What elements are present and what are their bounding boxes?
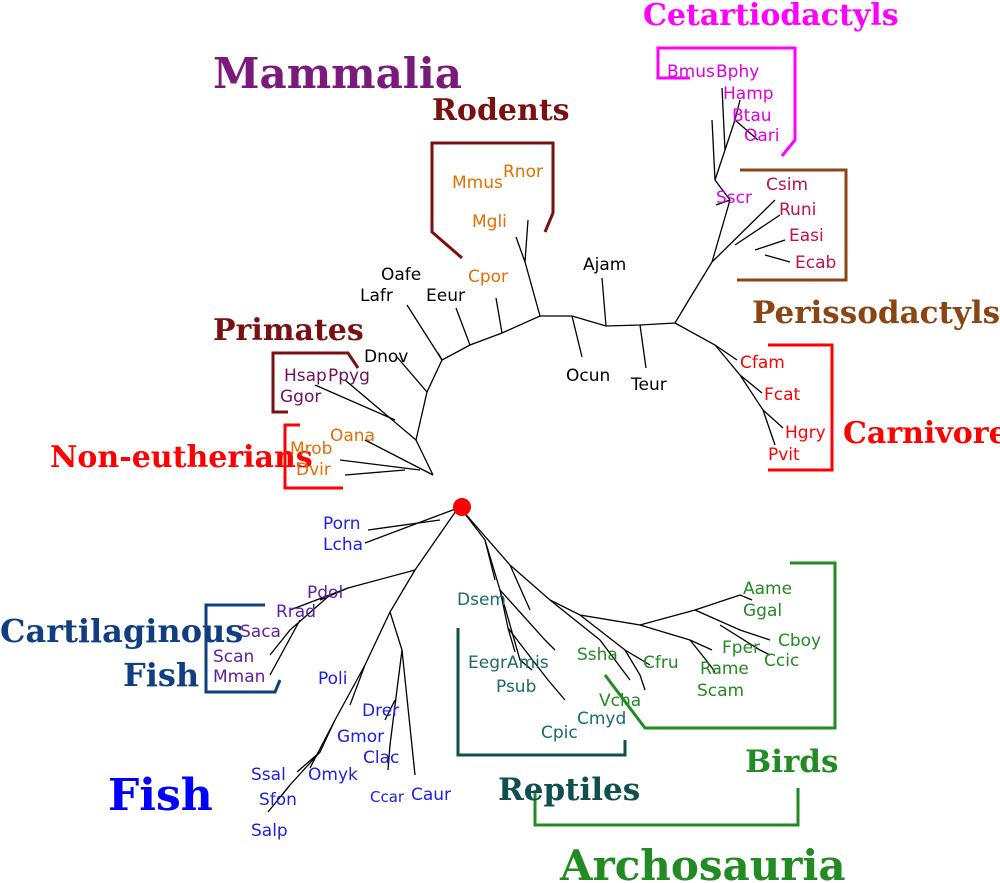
group-cetartiodactyls: Cetartiodactyls xyxy=(643,0,899,33)
taxon-label: Ajam xyxy=(583,255,626,275)
taxon-label: Hsap xyxy=(284,366,327,386)
rodents-bracket xyxy=(430,141,555,260)
group-cartilaginous-line2: Fish xyxy=(123,656,199,694)
taxon-label: Easi xyxy=(789,226,824,246)
carnivores-bracket xyxy=(768,343,834,472)
taxon-label: Porn xyxy=(323,514,361,534)
taxon-label: Ggal xyxy=(743,601,782,621)
taxon-label: Ccic xyxy=(764,651,799,671)
reptiles-bracket xyxy=(456,628,627,757)
taxon-label: Cboy xyxy=(778,631,821,651)
taxon-label: Rrad xyxy=(276,602,316,622)
taxon-label: Runi xyxy=(779,200,816,220)
taxon-label: Dsem xyxy=(457,590,506,610)
group-cartilaginous-line1: Cartilaginous xyxy=(0,612,243,650)
taxon-label: Cpor xyxy=(468,267,508,287)
taxon-label: Mrob xyxy=(290,439,332,459)
taxon-label: Drer xyxy=(362,701,399,721)
taxon-label: Gmor xyxy=(337,727,384,747)
taxon-label: Cfru xyxy=(643,653,679,673)
group-reptiles: Reptiles xyxy=(498,772,640,808)
taxon-label: Oana xyxy=(330,426,375,446)
birds-bracket xyxy=(603,561,837,730)
taxon-label: Oafe xyxy=(381,265,421,285)
taxon-label: Mgli xyxy=(472,212,507,232)
group-fish: Fish xyxy=(108,770,213,821)
taxon-label: Clac xyxy=(363,748,399,768)
archosauria-bracket xyxy=(533,788,800,827)
taxon-label: Rnor xyxy=(503,162,543,182)
taxon-label: Lcha xyxy=(323,535,363,555)
taxon-label: Pvit xyxy=(768,445,800,465)
taxon-label: EegrAmis xyxy=(468,653,549,673)
taxon-label: Mmus xyxy=(452,173,503,193)
taxon-label: Lafr xyxy=(360,286,393,306)
taxon-label: Mman xyxy=(213,667,265,687)
group-archosauria: Archosauria xyxy=(559,841,846,883)
taxon-label: Sscr xyxy=(716,188,752,208)
taxon-label: Salp xyxy=(251,821,288,841)
perissodactyls-bracket xyxy=(737,168,848,282)
taxon-label: Scam xyxy=(697,681,744,701)
taxon-label: Hamp xyxy=(723,84,774,104)
taxon-label: Ssal xyxy=(251,765,286,785)
taxon-label: Ccar xyxy=(370,788,405,806)
taxon-label: Sfon xyxy=(259,790,297,810)
taxon-label: Hgry xyxy=(785,423,826,443)
taxon-label: Bmus xyxy=(667,62,715,82)
taxon-label: Omyk xyxy=(308,765,358,785)
taxon-label: Eeur xyxy=(426,286,465,306)
non-eutherians-bracket xyxy=(283,423,343,490)
taxon-label: Bphy xyxy=(716,62,759,82)
cartilaginous-bracket xyxy=(204,603,282,694)
taxon-label: Ppyg xyxy=(328,366,370,386)
taxon-label: Aame xyxy=(743,579,792,599)
primates-bracket xyxy=(271,351,360,414)
taxon-label: Vcha xyxy=(599,691,641,711)
taxon-label: Pdol xyxy=(307,583,343,603)
taxon-label: Rame xyxy=(700,659,749,679)
taxon-label: Ecab xyxy=(795,253,836,273)
group-perissodactyls: Perissodactyls xyxy=(752,295,1000,331)
group-birds: Birds xyxy=(745,744,838,780)
taxon-label: Oari xyxy=(744,126,780,146)
taxon-label: Btau xyxy=(732,106,772,126)
taxon-label: Cpic xyxy=(541,723,578,743)
taxon-label: Ggor xyxy=(280,387,321,407)
taxon-label: Saca xyxy=(240,622,281,642)
root-node xyxy=(453,498,471,516)
taxon-label: Caur xyxy=(411,785,451,805)
group-carnivores: Carnivores xyxy=(843,416,1000,451)
taxon-label: Poli xyxy=(318,669,348,689)
cetartiodactyls-bracket xyxy=(656,46,797,157)
taxon-label: Scan xyxy=(213,647,254,667)
tree-branches xyxy=(267,87,791,813)
group-rodents: Rodents xyxy=(432,93,570,128)
taxon-label: Csim xyxy=(766,175,808,195)
taxon-label: Cmyd xyxy=(577,709,626,729)
taxon-label: Fcat xyxy=(764,385,801,405)
taxon-label: Dvir xyxy=(296,460,331,480)
taxon-label: Fper xyxy=(722,638,760,658)
taxon-label: Ocun xyxy=(566,366,610,386)
group-non-eutherians: Non-eutherians xyxy=(50,440,313,475)
taxon-label: Dnov xyxy=(364,347,408,367)
taxon-label: Psub xyxy=(496,677,536,697)
taxon-label: Teur xyxy=(630,375,667,395)
group-mammalia: Mammalia xyxy=(213,49,462,98)
taxon-label: Cfam xyxy=(740,353,785,373)
taxon-label: Ssha xyxy=(577,645,618,665)
group-primates: Primates xyxy=(213,313,364,348)
